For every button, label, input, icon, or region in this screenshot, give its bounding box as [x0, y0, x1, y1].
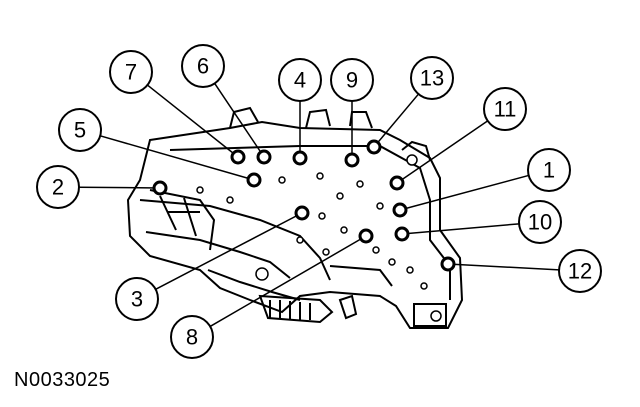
bolt-7	[230, 149, 246, 165]
leader-line-3	[155, 212, 303, 290]
fluid-passage-holes	[196, 154, 442, 322]
leader-line-1	[399, 174, 529, 211]
callout-label-3: 3	[131, 287, 143, 312]
figure-id: N0033025	[14, 369, 111, 391]
callout-circle-5	[58, 108, 102, 152]
callout-circle-10	[518, 200, 562, 244]
callout-circle-9	[330, 58, 374, 102]
bolt-10	[394, 226, 410, 242]
callout-circle-11	[483, 87, 527, 131]
bolt-5	[246, 172, 262, 188]
callout-4: 4	[278, 58, 322, 102]
callout-label-5: 5	[74, 118, 86, 143]
callout-label-9: 9	[346, 68, 358, 93]
callout-11: 11	[483, 87, 527, 131]
callout-12: 12	[558, 249, 602, 293]
callout-2: 2	[36, 165, 80, 209]
bolt-6	[256, 149, 272, 165]
callout-label-4: 4	[294, 68, 306, 93]
callout-10: 10	[518, 200, 562, 244]
callout-circle-7	[109, 50, 153, 94]
callout-label-10: 10	[528, 210, 552, 235]
callout-circle-1	[527, 148, 571, 192]
callout-circle-2	[36, 165, 80, 209]
callout-6: 6	[181, 44, 225, 88]
bolt-12	[440, 256, 456, 272]
leader-line-13	[373, 93, 420, 148]
leader-line-8	[209, 235, 367, 328]
callout-circle-4	[278, 58, 322, 102]
leader-line-12	[447, 263, 560, 271]
callout-label-6: 6	[197, 54, 209, 79]
callout-label-8: 8	[186, 325, 198, 350]
leader-lines	[78, 83, 560, 328]
callout-label-2: 2	[52, 175, 64, 200]
leader-line-2	[78, 186, 161, 189]
callout-1: 1	[527, 148, 571, 192]
callout-8: 8	[170, 315, 214, 359]
callout-label-13: 13	[420, 66, 444, 91]
callout-circle-13	[410, 56, 454, 100]
callout-circle-6	[181, 44, 225, 88]
callout-circle-8	[170, 315, 214, 359]
callout-7: 7	[109, 50, 153, 94]
bolt-markers	[152, 139, 456, 272]
callout-label-12: 12	[568, 259, 592, 284]
bolt-1	[392, 202, 408, 218]
leader-line-11	[396, 120, 489, 184]
callout-label-11: 11	[494, 97, 517, 122]
callout-5: 5	[58, 108, 102, 152]
leader-line-5	[99, 135, 255, 181]
bolt-2	[152, 180, 168, 196]
bolt-13	[366, 139, 382, 155]
bolt-9	[344, 152, 360, 168]
leader-line-10	[401, 223, 520, 235]
valve-body-illustration	[126, 106, 464, 329]
bolt-8	[358, 228, 374, 244]
bolt-11	[389, 175, 405, 191]
callout-13: 13	[410, 56, 454, 100]
leader-line-6	[214, 83, 265, 158]
leader-line-7	[146, 84, 239, 158]
bolt-4	[292, 150, 308, 166]
callout-label-1: 1	[543, 158, 555, 183]
bolt-3	[294, 205, 310, 221]
callout-label-7: 7	[125, 60, 137, 85]
callout-3: 3	[115, 277, 159, 321]
callout-circle-3	[115, 277, 159, 321]
callout-circle-12	[558, 249, 602, 293]
callout-9: 9	[330, 58, 374, 102]
